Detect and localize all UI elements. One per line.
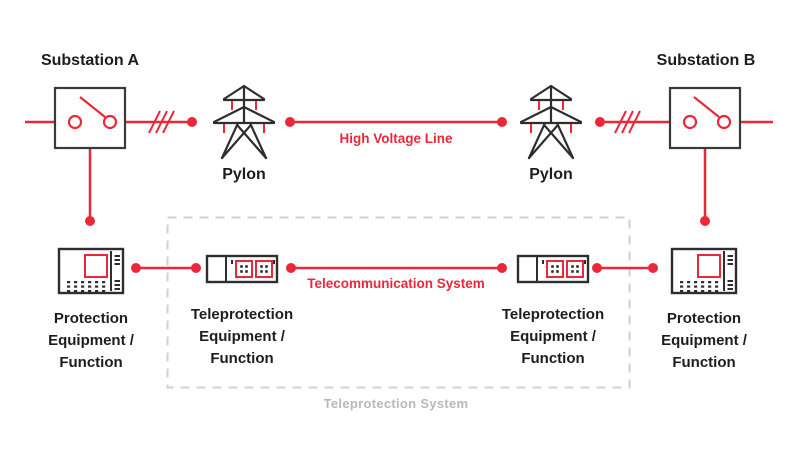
line-break-slashes-left (148, 110, 175, 134)
pylon-left-label: Pylon (222, 166, 266, 183)
protection-equipment-right-label: Protection Equipment / Function (624, 308, 784, 374)
protection-equipment-left-icon (57, 247, 125, 295)
protection-equipment-right-icon (670, 247, 738, 295)
substation-a-symbol (53, 86, 127, 150)
substation-b-label: Substation B (656, 52, 756, 69)
teleprotection-system-label: Teleprotection System (323, 396, 469, 411)
telecommunication-system-label: Telecommunication System (307, 276, 485, 291)
substation-a-label: Substation A (40, 52, 140, 69)
pylon-right-icon (519, 84, 583, 160)
label-line: Function (59, 354, 123, 371)
teleprotection-equipment-right-icon (516, 254, 590, 284)
label-line: Protection (53, 310, 129, 327)
label-line: Function (672, 354, 736, 371)
teleprotection-equipment-left-icon (205, 254, 279, 284)
substation-b-symbol (668, 86, 742, 150)
line-break-slashes-right (614, 110, 641, 134)
teleprotection-equipment-left-label: Teleprotection Equipment / Function (162, 304, 322, 370)
high-voltage-line-label: High Voltage Line (339, 131, 453, 146)
connection-dots (85, 117, 710, 273)
label-line: Equipment / (661, 332, 747, 349)
label-line: Teleprotection (190, 306, 294, 323)
label-line: Equipment / (199, 328, 285, 345)
label-line: Equipment / (510, 328, 596, 345)
protection-equipment-left-label: Protection Equipment / Function (11, 308, 171, 374)
label-line: Function (521, 350, 585, 367)
pylon-right-label: Pylon (529, 166, 573, 183)
label-line: Function (210, 350, 274, 367)
teleprotection-system-boundary (166, 216, 631, 389)
label-line: Equipment / (48, 332, 134, 349)
label-line: Teleprotection (501, 306, 605, 323)
teleprotection-equipment-right-label: Teleprotection Equipment / Function (473, 304, 633, 370)
label-line: Protection (666, 310, 742, 327)
pylon-left-icon (212, 84, 276, 160)
